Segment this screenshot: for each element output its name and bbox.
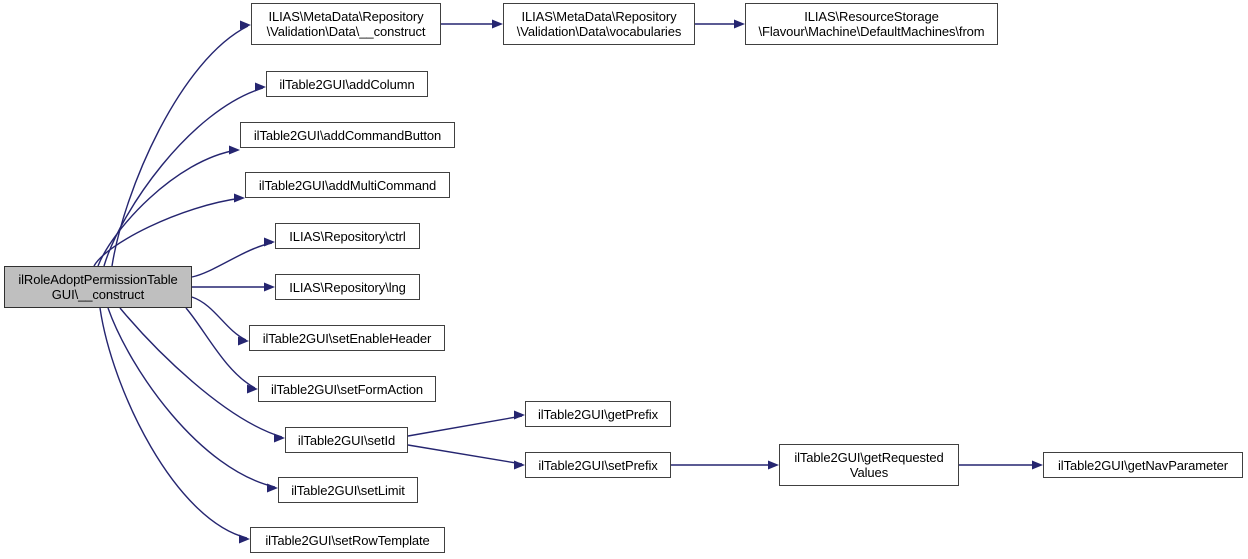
call-edge <box>99 307 248 539</box>
call-edge-arrowhead <box>274 433 285 443</box>
call-edge <box>407 415 523 437</box>
graph-node-metadata_construct[interactable]: ILIAS\MetaData\Repository \Validation\Da… <box>251 3 441 45</box>
call-edge-arrowhead <box>255 82 266 92</box>
call-edge-arrowhead <box>514 460 525 470</box>
graph-node-default_machines_from[interactable]: ILIAS\ResourceStorage \Flavour\Machine\D… <box>745 3 998 45</box>
graph-node-set_form_action[interactable]: ilTable2GUI\setFormAction <box>258 376 436 402</box>
call-edge <box>191 296 247 341</box>
call-edge-arrowhead <box>239 534 250 544</box>
call-edge-arrowhead <box>514 410 525 420</box>
call-edge <box>191 242 273 278</box>
call-edge <box>93 197 243 267</box>
graph-node-set_enable_header[interactable]: ilTable2GUI\setEnableHeader <box>249 325 445 351</box>
call-edge-arrowhead <box>264 237 275 247</box>
graph-node-set_prefix[interactable]: ilTable2GUI\setPrefix <box>525 452 671 478</box>
graph-node-set_row_template[interactable]: ilTable2GUI\setRowTemplate <box>250 527 445 553</box>
call-edge-arrowhead <box>229 145 240 155</box>
call-edge-arrowhead <box>247 384 258 394</box>
graph-node-vocabularies[interactable]: ILIAS\MetaData\Repository \Validation\Da… <box>503 3 695 45</box>
call-edge <box>103 87 264 267</box>
graph-node-root[interactable]: ilRoleAdoptPermissionTable GUI\__constru… <box>4 266 192 308</box>
call-edge <box>111 25 249 267</box>
call-edge-arrowhead <box>768 460 779 470</box>
graph-node-get_prefix[interactable]: ilTable2GUI\getPrefix <box>525 401 671 427</box>
call-edge-arrowhead <box>238 336 249 346</box>
call-edge-arrowhead <box>267 483 278 493</box>
call-edge <box>185 307 256 389</box>
graph-node-get_nav_parameter[interactable]: ilTable2GUI\getNavParameter <box>1043 452 1243 478</box>
graph-node-add_column[interactable]: ilTable2GUI\addColumn <box>266 71 428 97</box>
call-edge-arrowhead <box>264 282 275 292</box>
call-edge-arrowhead <box>234 193 245 203</box>
graph-node-add_command_button[interactable]: ilTable2GUI\addCommandButton <box>240 122 455 148</box>
graph-node-set_id[interactable]: ilTable2GUI\setId <box>285 427 408 453</box>
graph-node-repository_lng[interactable]: ILIAS\Repository\lng <box>275 274 420 300</box>
call-edge-arrowhead <box>734 19 745 29</box>
call-edge-arrowhead <box>240 20 251 30</box>
graph-node-add_multi_command[interactable]: ilTable2GUI\addMultiCommand <box>245 172 450 198</box>
call-edge-arrowhead <box>1032 460 1043 470</box>
graph-node-set_limit[interactable]: ilTable2GUI\setLimit <box>278 477 418 503</box>
graph-node-get_requested_values[interactable]: ilTable2GUI\getRequested Values <box>779 444 959 486</box>
call-edge-arrowhead <box>492 19 503 29</box>
call-edge <box>407 444 523 465</box>
call-edge <box>97 149 238 267</box>
graph-node-repository_ctrl[interactable]: ILIAS\Repository\ctrl <box>275 223 420 249</box>
